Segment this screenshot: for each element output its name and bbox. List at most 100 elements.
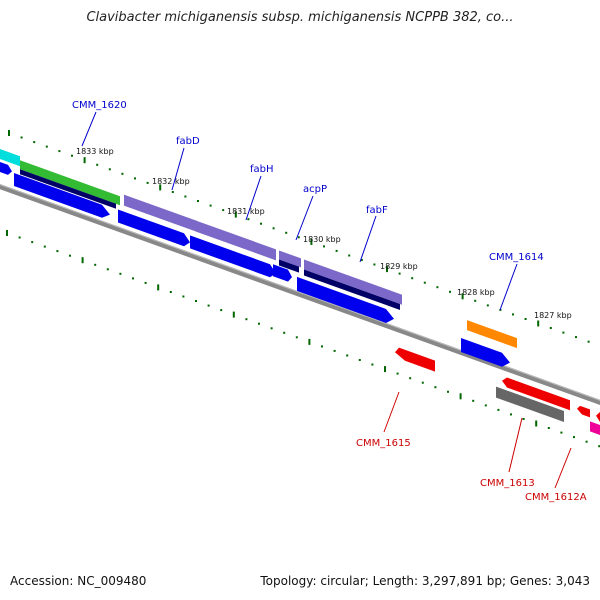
gene-label-fabf[interactable]: fabF xyxy=(366,205,388,216)
scale-minor-tick xyxy=(560,431,563,434)
feature-orange-cmm-1614[interactable] xyxy=(467,320,517,349)
scale-minor-tick xyxy=(184,195,187,198)
scale-major-tick xyxy=(384,366,386,373)
cds-arrow-2[interactable] xyxy=(14,173,110,221)
gene-label-cmm-1614[interactable]: CMM_1614 xyxy=(489,252,544,263)
scale-minor-tick xyxy=(43,245,46,248)
feature-navy-acpp[interactable] xyxy=(279,259,299,273)
scale-major-tick xyxy=(81,257,84,264)
scale-minor-tick xyxy=(171,191,174,193)
feature-red-cmm-1615[interactable] xyxy=(395,346,435,372)
scale-minor-tick xyxy=(371,363,374,366)
scale-minor-tick xyxy=(396,372,399,375)
scale-major-tick xyxy=(157,284,160,291)
scale-major-tick xyxy=(459,393,462,400)
scale-minor-tick xyxy=(587,340,590,343)
scale-minor-tick xyxy=(245,318,248,321)
feature-navy-fabf[interactable] xyxy=(304,269,400,311)
scale-minor-tick xyxy=(434,386,437,389)
scale-major-tick xyxy=(537,320,540,327)
scale-minor-tick xyxy=(247,218,250,221)
scale-minor-tick xyxy=(58,150,61,153)
feature-magenta-cmm-1612a[interactable] xyxy=(590,421,600,439)
scale-minor-tick xyxy=(360,259,363,261)
feature-red-small[interactable] xyxy=(577,405,590,418)
scale-major-tick xyxy=(83,157,86,164)
outer-dotted-scale xyxy=(8,130,590,343)
feature-navy-cmm-1620[interactable] xyxy=(20,169,116,209)
scale-minor-tick xyxy=(321,345,323,348)
scale-minor-tick xyxy=(33,141,36,144)
genome-backbone xyxy=(0,183,600,406)
feature-cyan[interactable] xyxy=(0,145,20,167)
cds-arrow-1[interactable] xyxy=(0,158,12,176)
scale-minor-tick xyxy=(333,349,336,352)
cds-arrow-6[interactable] xyxy=(297,276,394,326)
scale-minor-tick xyxy=(260,222,262,225)
cds-arrow-3[interactable] xyxy=(118,209,190,248)
tick-label-1829: 1829 kbp xyxy=(380,262,418,271)
scale-major-tick xyxy=(6,230,8,236)
scale-minor-tick xyxy=(598,445,600,448)
scale-minor-tick xyxy=(547,427,550,429)
scale-minor-tick xyxy=(474,299,477,302)
scale-minor-tick xyxy=(31,241,34,244)
scale-minor-tick xyxy=(18,236,21,239)
scale-minor-tick xyxy=(484,404,487,407)
gene-label-fabh[interactable]: fabH xyxy=(250,164,274,175)
gene-label-fabd[interactable]: fabD xyxy=(176,136,200,147)
scale-minor-tick xyxy=(121,172,124,175)
scale-minor-tick xyxy=(358,359,361,361)
gene-label-cmm-1613[interactable]: CMM_1613 xyxy=(480,478,535,489)
gene-label-cmm-1615[interactable]: CMM_1615 xyxy=(356,438,411,449)
scale-major-tick xyxy=(234,211,237,218)
feature-purple-acpp[interactable] xyxy=(279,250,301,268)
scale-minor-tick xyxy=(119,272,122,275)
tick-label-1833: 1833 kbp xyxy=(76,147,114,156)
scale-minor-tick xyxy=(512,313,514,316)
gene-label-cmm-1612a[interactable]: CMM_1612A xyxy=(525,492,587,503)
feature-red-cmm-1613[interactable] xyxy=(502,376,570,411)
scale-minor-tick xyxy=(398,272,401,275)
scale-minor-tick xyxy=(222,209,225,212)
scale-minor-tick xyxy=(71,154,73,157)
scale-minor-tick xyxy=(258,322,260,325)
scale-minor-tick xyxy=(20,136,23,139)
scale-tick-labels: 1833 kbp 1832 kbp 1831 kbp 1830 kbp 1829… xyxy=(76,147,572,320)
scale-minor-tick xyxy=(56,250,59,253)
inner-dotted-scale xyxy=(6,230,600,448)
gene-label-cmm-1620[interactable]: CMM_1620 xyxy=(72,100,127,111)
gene-features xyxy=(0,145,600,439)
cds-arrow-7[interactable] xyxy=(461,337,510,370)
scale-minor-tick xyxy=(510,413,512,416)
tick-label-1827: 1827 kbp xyxy=(534,311,572,320)
feature-gray-cmm-1613[interactable] xyxy=(496,386,564,423)
scale-minor-tick xyxy=(220,309,223,312)
scale-minor-tick xyxy=(524,318,527,320)
scale-minor-tick xyxy=(423,281,426,284)
scale-minor-tick xyxy=(409,377,412,380)
scale-minor-tick xyxy=(297,236,300,239)
scale-minor-tick xyxy=(549,327,552,329)
feature-red-edge[interactable] xyxy=(596,411,600,426)
feature-purple-fabd[interactable] xyxy=(124,194,197,232)
tick-label-1830: 1830 kbp xyxy=(303,235,341,244)
genome-title: Clavibacter michiganensis subsp. michiga… xyxy=(86,10,514,25)
scale-major-tick xyxy=(232,311,235,318)
scale-major-tick xyxy=(386,266,388,273)
accession-text: Accession: NC_009480 xyxy=(10,574,147,588)
cds-arrow-4[interactable] xyxy=(190,235,276,279)
feature-purple-fabf[interactable] xyxy=(304,259,402,305)
scale-major-tick xyxy=(310,238,313,245)
scale-major-tick xyxy=(308,338,311,345)
gene-label-acpp[interactable]: acpP xyxy=(303,184,327,195)
cds-arrow-5[interactable] xyxy=(273,264,292,283)
scale-minor-tick xyxy=(207,304,210,307)
scale-minor-tick xyxy=(169,291,172,293)
feature-green-cmm-1620[interactable] xyxy=(20,160,120,206)
feature-purple-fabh[interactable] xyxy=(196,220,276,261)
tick-label-1832: 1832 kbp xyxy=(152,177,190,186)
scale-minor-tick xyxy=(69,254,71,257)
scale-minor-tick xyxy=(421,381,424,384)
scale-minor-tick xyxy=(573,436,575,439)
